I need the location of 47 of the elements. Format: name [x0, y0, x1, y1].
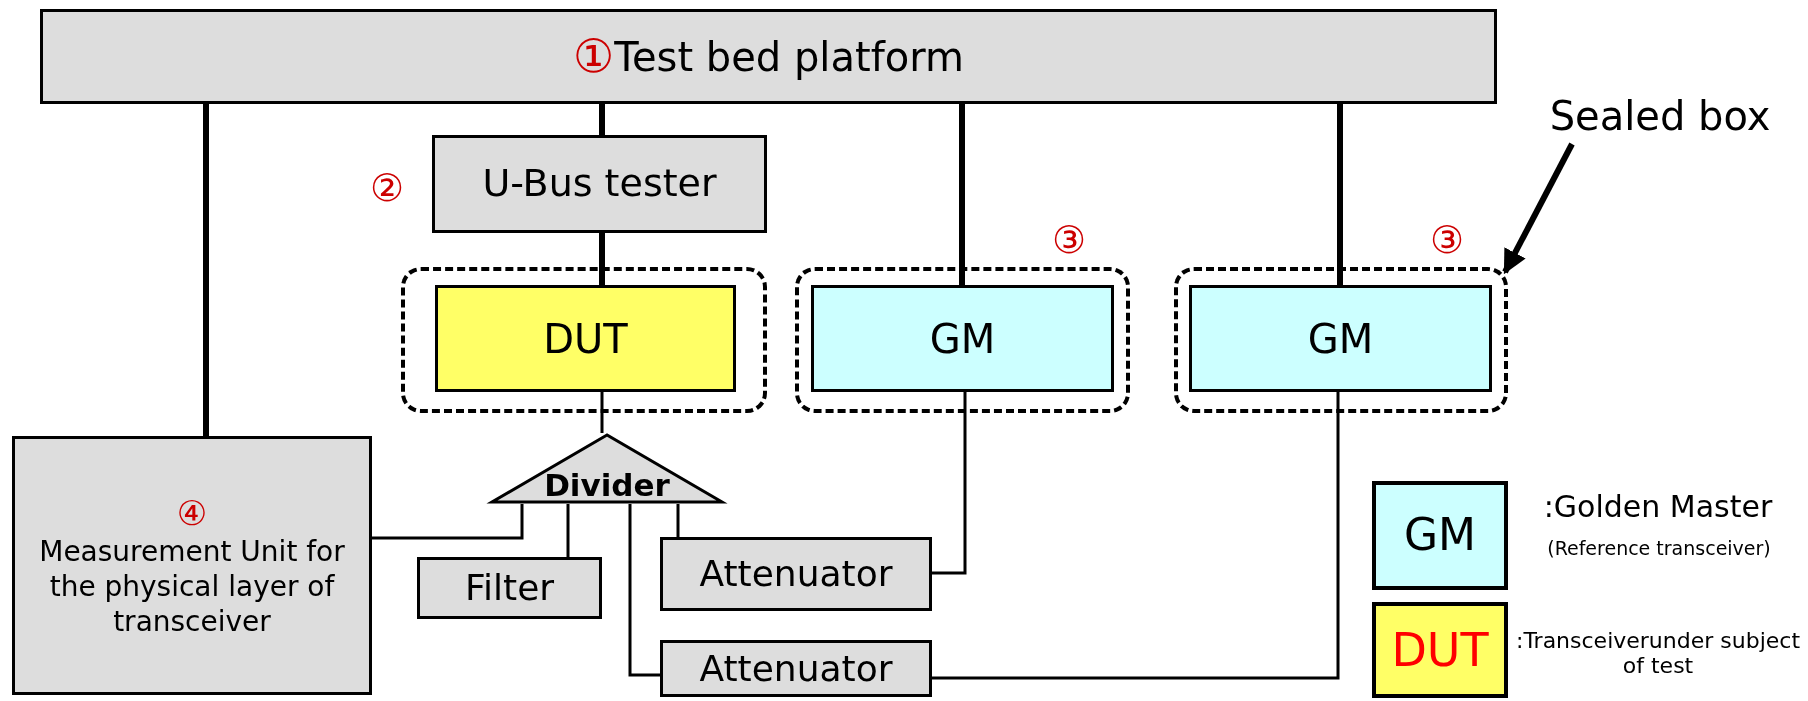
callout-number: ① [573, 31, 615, 82]
node-label: Attenuator [699, 648, 893, 689]
connector-line [676, 504, 680, 537]
callout-number: ② [368, 165, 406, 212]
connector-line [372, 504, 524, 540]
node-label: DUT [1391, 624, 1489, 676]
node-label: Sealed box [1549, 94, 1771, 138]
node-label: Test bed platform [614, 34, 964, 79]
connector-line [1337, 104, 1343, 285]
node-label: Filter [464, 568, 555, 608]
golden-master-box [1189, 285, 1492, 392]
node-label: :Transceiverunder subject of test [1514, 627, 1802, 680]
golden-master-box [811, 285, 1114, 392]
measurement-unit-box [12, 436, 372, 695]
connector-line [600, 392, 604, 433]
node-label: GM [929, 316, 996, 361]
device-box [432, 135, 767, 233]
connector-line [599, 233, 605, 285]
node-label: DUT [543, 316, 628, 361]
dashed-enclosure [1174, 267, 1508, 413]
connector-line [932, 392, 1340, 680]
legend-swatch [1372, 481, 1508, 590]
device-box [660, 640, 932, 697]
platform-box [40, 9, 1497, 104]
node-label: U-Bus tester [482, 163, 717, 205]
connector-line [566, 504, 570, 557]
node-label: :Golden Master [1542, 487, 1774, 526]
connector-line [599, 104, 605, 135]
callout-number: ③ [1050, 217, 1088, 264]
dashed-enclosure [795, 267, 1130, 413]
connector-line [959, 104, 965, 285]
device-box [660, 537, 932, 611]
connector-line [203, 104, 209, 436]
device-box [417, 557, 602, 619]
callout-number: ③ [1428, 217, 1466, 264]
connector-line [628, 504, 660, 677]
dashed-enclosure [401, 267, 767, 413]
node-label: GM [1307, 316, 1374, 361]
node-label: GM [1403, 511, 1477, 560]
dut-box [435, 285, 736, 392]
legend-swatch [1372, 602, 1508, 698]
node-label: Attenuator [699, 554, 893, 594]
arrow [1502, 142, 1575, 275]
callout-number: ④ [176, 491, 208, 535]
node-label: Measurement Unit for the physical layer of transceiver [38, 534, 346, 640]
node-label: (Reference transceiver) [1546, 536, 1772, 561]
connector-line [932, 392, 967, 575]
